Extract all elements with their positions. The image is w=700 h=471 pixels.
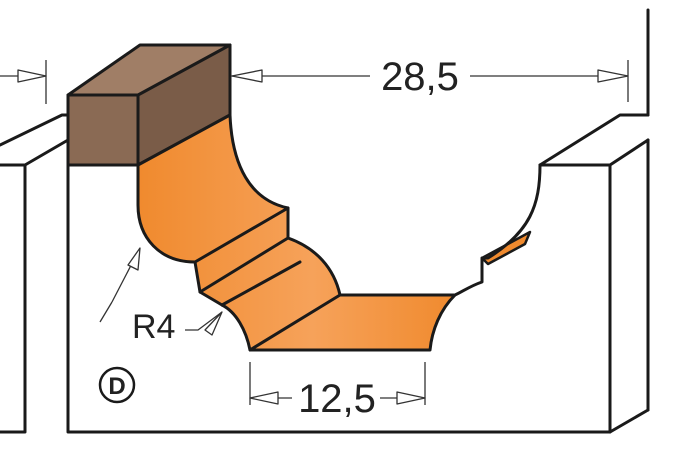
workpiece-outline	[0, 8, 650, 434]
profile-badge: D	[98, 366, 136, 404]
dimension-left-partial	[0, 60, 47, 104]
dimension-total-width-label: 28,5	[381, 55, 459, 99]
radius-callout: R4	[99, 247, 223, 346]
cutter-body	[136, 113, 457, 352]
dimension-bottom-width: 12,5	[249, 362, 426, 421]
cutter-right-step	[480, 230, 532, 266]
dimension-bottom-width-label: 12,5	[298, 377, 376, 421]
shank-block	[66, 43, 232, 167]
radius-label: R4	[132, 308, 175, 346]
profile-badge-letter: D	[108, 373, 125, 400]
shank-front-face	[66, 93, 140, 167]
cutter-profile	[136, 113, 542, 352]
dimension-total-width: 28,5	[231, 55, 629, 102]
